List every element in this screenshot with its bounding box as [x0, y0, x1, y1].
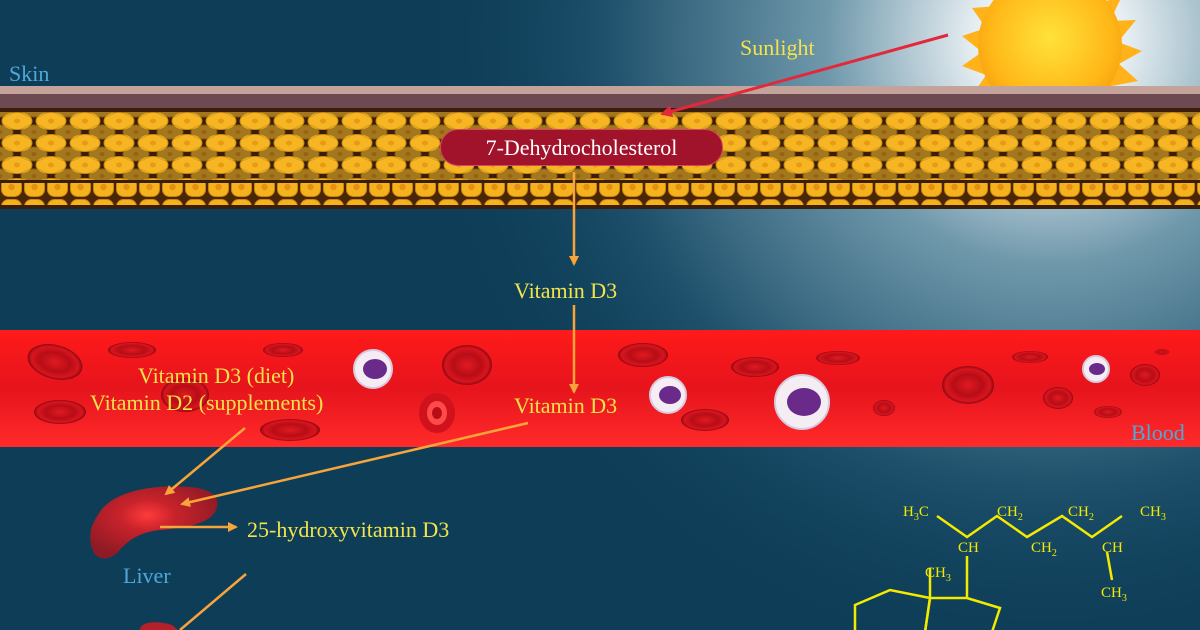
- blood-vessel: [0, 330, 1200, 447]
- vitamin-d2-supplements-label: Vitamin D2 (supplements): [90, 390, 324, 415]
- formula-ch2-b: CH2: [1068, 504, 1094, 523]
- formula-ch2-c: CH2: [1031, 540, 1057, 559]
- formula-h3c: H3C: [903, 504, 929, 523]
- formula-ch-b: CH: [1102, 540, 1123, 556]
- liver-label: Liver: [123, 563, 171, 588]
- dehydrocholesterol-label: 7-Dehydrocholesterol: [485, 134, 678, 160]
- arrow-liver-to-kidney: [179, 573, 247, 630]
- sunlight-arrow: [660, 33, 949, 118]
- hydroxyvitamin-label: 25-hydroxyvitamin D3: [247, 517, 450, 542]
- kidney-icon: [140, 622, 178, 630]
- red-blood-cells: [27, 342, 1169, 441]
- arrow-blood-to-liver: [180, 421, 529, 508]
- formula-ch3-right: CH3: [1140, 504, 1166, 523]
- skin-label: Skin: [9, 61, 50, 86]
- formula-ch2-a: CH2: [997, 504, 1023, 523]
- sunlight-label: Sunlight: [740, 35, 815, 60]
- dehydrocholesterol-badge: 7-Dehydrocholesterol: [440, 129, 723, 166]
- arrow-diet-to-liver: [164, 427, 246, 496]
- vitamin-d3-skin-label: Vitamin D3: [514, 278, 618, 303]
- arrows: [160, 33, 949, 630]
- white-blood-cells: [353, 349, 1110, 430]
- chemical-structure: [853, 514, 1123, 630]
- formula-ch-a: CH: [958, 540, 979, 556]
- blood-label: Blood: [1131, 420, 1185, 445]
- skin-layer: [0, 86, 1200, 209]
- vitamin-d3-blood-label: Vitamin D3: [514, 393, 618, 418]
- vitamin-d3-diet-label: Vitamin D3 (diet): [138, 363, 295, 388]
- formula-ch3-mid: CH3: [925, 565, 951, 584]
- formula-ch3-bottom: CH3: [1101, 585, 1127, 604]
